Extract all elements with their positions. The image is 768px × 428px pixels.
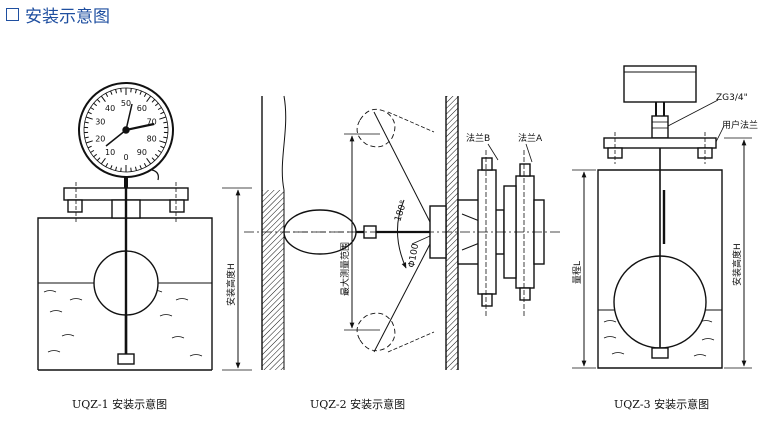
page-title: 安装示意图 <box>25 6 110 27</box>
dial-tick <box>105 92 109 97</box>
dial-tick-label: 40 <box>105 104 115 113</box>
figure2-angle-label: 180° <box>393 199 409 223</box>
figure3-height-label: 安装高度H <box>731 243 743 286</box>
dial-tick <box>130 88 132 93</box>
dial-tick <box>120 167 122 172</box>
dial-tick-label: 50 <box>121 99 131 108</box>
dial-tick <box>154 153 159 158</box>
dial-tick <box>134 89 137 94</box>
vessel-right-wall <box>446 96 458 370</box>
dial-tick <box>90 107 95 111</box>
dial-tick <box>84 121 89 124</box>
figure2-flange-b-label: 法兰B <box>466 132 490 144</box>
figure-uqz2 <box>244 95 560 370</box>
dial-tick <box>90 149 95 153</box>
dial-tick <box>146 95 152 102</box>
dial-tick <box>163 136 168 139</box>
figure2-flange-a-label: 法兰A <box>518 132 543 144</box>
dial-tick <box>157 149 162 153</box>
dial-tick <box>143 163 147 168</box>
dial-tick <box>87 111 92 115</box>
dial-tick <box>157 107 162 111</box>
dial-tick <box>163 121 168 124</box>
dial-tick-label: 0 <box>123 153 128 162</box>
dial-tick <box>96 99 101 103</box>
dial-tick <box>93 102 98 107</box>
dial-tick <box>143 92 147 97</box>
dial-tick <box>160 111 165 115</box>
dial-tick <box>100 158 106 165</box>
figure2-range-label: 最大测量范围 <box>339 242 351 296</box>
dial-tick <box>87 145 92 149</box>
dial-tick <box>93 153 98 158</box>
dial-tick <box>84 136 89 139</box>
figure1-height-label: 安装高度H <box>225 263 237 306</box>
dial-tick <box>110 165 113 170</box>
dial-tick <box>115 166 118 171</box>
dial-tick <box>154 102 159 107</box>
user-flange <box>603 137 717 149</box>
dial-tick-label: 20 <box>95 134 105 143</box>
tank3-outline <box>597 169 723 369</box>
dial-tick-label: 10 <box>105 148 115 157</box>
dial-tick <box>160 145 165 149</box>
figure3-thread-label: ZG3/4" <box>716 93 748 103</box>
figure3-caption: UQZ-3 安装示意图 <box>614 397 709 411</box>
dial-tick <box>139 165 142 170</box>
dial-tick <box>159 140 167 144</box>
figure3-range-label: 量程L <box>572 261 583 284</box>
dial-tick <box>151 99 156 103</box>
figure-uqz3 <box>572 65 752 369</box>
figure2-caption: UQZ-2 安装示意图 <box>310 397 405 411</box>
dial-tick-label: 90 <box>137 148 147 157</box>
dial-tick <box>139 90 142 95</box>
dial-tick <box>115 89 118 94</box>
dial-tick <box>134 166 137 171</box>
dial-tick-label: 60 <box>137 104 147 113</box>
dial-tick <box>100 95 106 102</box>
dial-tick-label: 30 <box>95 118 105 127</box>
indicator-head <box>623 65 697 103</box>
page-header: 安装示意图 <box>6 2 110 27</box>
dial-gauge <box>78 82 174 181</box>
dial-tick <box>110 90 113 95</box>
dial-tick <box>96 157 101 161</box>
dial-tick <box>120 88 122 93</box>
dial-tick <box>85 116 93 120</box>
figure2-diameter-label: Φ100 <box>407 243 421 269</box>
figure-uqz1 <box>37 82 252 371</box>
dial-tick <box>85 140 93 144</box>
dial-tick-label: 80 <box>147 134 157 143</box>
figure1-caption: UQZ-1 安装示意图 <box>72 397 167 411</box>
dial-tick <box>105 163 109 168</box>
dial-tick <box>151 157 156 161</box>
dial-tick <box>146 158 152 165</box>
figure3-user-flange-label: 用户法兰 <box>722 119 758 131</box>
dial-tick <box>159 116 167 120</box>
dial-tick <box>130 167 132 172</box>
checkbox-icon <box>6 7 19 21</box>
dial-tick-label: 70 <box>147 118 157 127</box>
